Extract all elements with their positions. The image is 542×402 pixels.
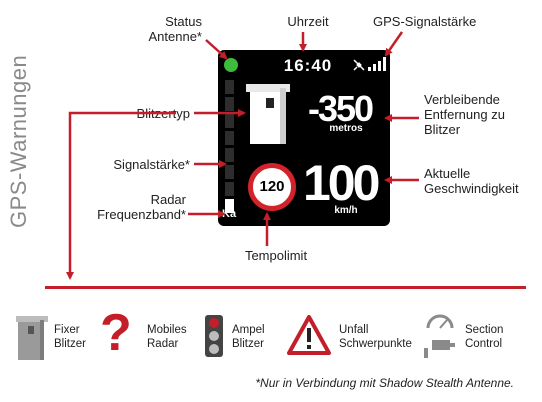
label-entfernung-line1: Verbleibende (424, 92, 500, 107)
label-radar-line2: Frequenzband* (97, 207, 186, 222)
label-radar-band: Radar Frequenzband* (60, 192, 186, 222)
arrow-status (205, 39, 228, 60)
legend-fixed-line2: Blitzer (54, 338, 86, 350)
speed-limit-sign: 120 (248, 163, 296, 211)
label-status-line2: Antenne* (148, 29, 203, 44)
legend-warning-triangle-icon (287, 315, 331, 355)
legend-question-mark-icon: ? (100, 304, 132, 362)
satellite-icon (353, 59, 365, 71)
legend-ampel-line2: Blitzer (232, 338, 264, 350)
gps-warnings-bracket (66, 111, 176, 280)
label-status-antenne: Status Antenne* (118, 14, 203, 44)
legend-unfall-line2: Schwerpunkte (339, 338, 412, 350)
label-entfernung-line2: Entfernung zu (424, 107, 505, 122)
label-uhrzeit: Uhrzeit (287, 14, 329, 29)
arrow-gps (384, 31, 404, 57)
label-radar-line1: Radar (150, 192, 186, 207)
label-geschw-line1: Aktuelle (424, 166, 471, 181)
legend-ampel-line1: Ampel (232, 324, 265, 336)
legend-unfall-line1: Unfall (339, 324, 369, 336)
legend-label-fixed: Fixer Blitzer (54, 323, 86, 351)
status-led (224, 58, 238, 72)
legend-mobile-line1: Mobiles (147, 324, 187, 336)
gps-signal-bars-icon (368, 57, 386, 71)
label-status-line1: Status (165, 14, 202, 29)
speed-unit: km/h (334, 205, 358, 216)
legend-label-unfall: Unfall Schwerpunkte (339, 323, 412, 351)
legend-section-control-icon (424, 314, 455, 358)
fixed-camera-icon (246, 84, 290, 144)
legend-label-section: Section Control (465, 323, 503, 351)
legend-fixed-line1: Fixer (54, 324, 80, 336)
distance-value: -350 (308, 88, 374, 129)
signal-bar (225, 131, 234, 145)
label-tempolimit: Tempolimit (244, 248, 308, 263)
legend-traffic-light-icon (205, 315, 223, 357)
clock-display: 16:40 (283, 56, 333, 75)
label-gps-signal: GPS-Signalstärke (373, 14, 477, 29)
divider-line (45, 286, 526, 289)
label-entfernung: Verbleibende Entfernung zu Blitzer (424, 92, 505, 137)
device-screen: 16:40 -350 metros 120 100 km/h Ka (218, 50, 390, 226)
footnote: *Nur in Verbindung mit Shadow Stealth An… (255, 376, 514, 390)
legend-section-line1: Section (465, 324, 504, 336)
signal-bar (225, 80, 234, 94)
legend-section-line2: Control (465, 338, 503, 350)
signal-bar (225, 165, 234, 179)
signal-bar (225, 182, 234, 196)
legend-label-mobile: Mobiles Radar (147, 323, 187, 351)
label-entfernung-line3: Blitzer (424, 122, 461, 137)
legend-label-ampel: Ampel Blitzer (232, 323, 265, 351)
signal-bar (225, 148, 234, 162)
legend-mobile-line2: Radar (147, 338, 179, 350)
signal-bar (225, 199, 234, 213)
label-signalstaerke: Signalstärke* (113, 157, 190, 172)
current-speed-value: 100 (303, 155, 380, 211)
label-geschw-line2: Geschwindigkeit (424, 181, 519, 196)
signal-bar (225, 114, 234, 128)
signal-bar (225, 97, 234, 111)
distance-unit: metros (329, 123, 363, 134)
label-geschwindigkeit: Aktuelle Geschwindigkeit (424, 166, 519, 196)
legend-fixed-camera-icon (16, 316, 48, 360)
